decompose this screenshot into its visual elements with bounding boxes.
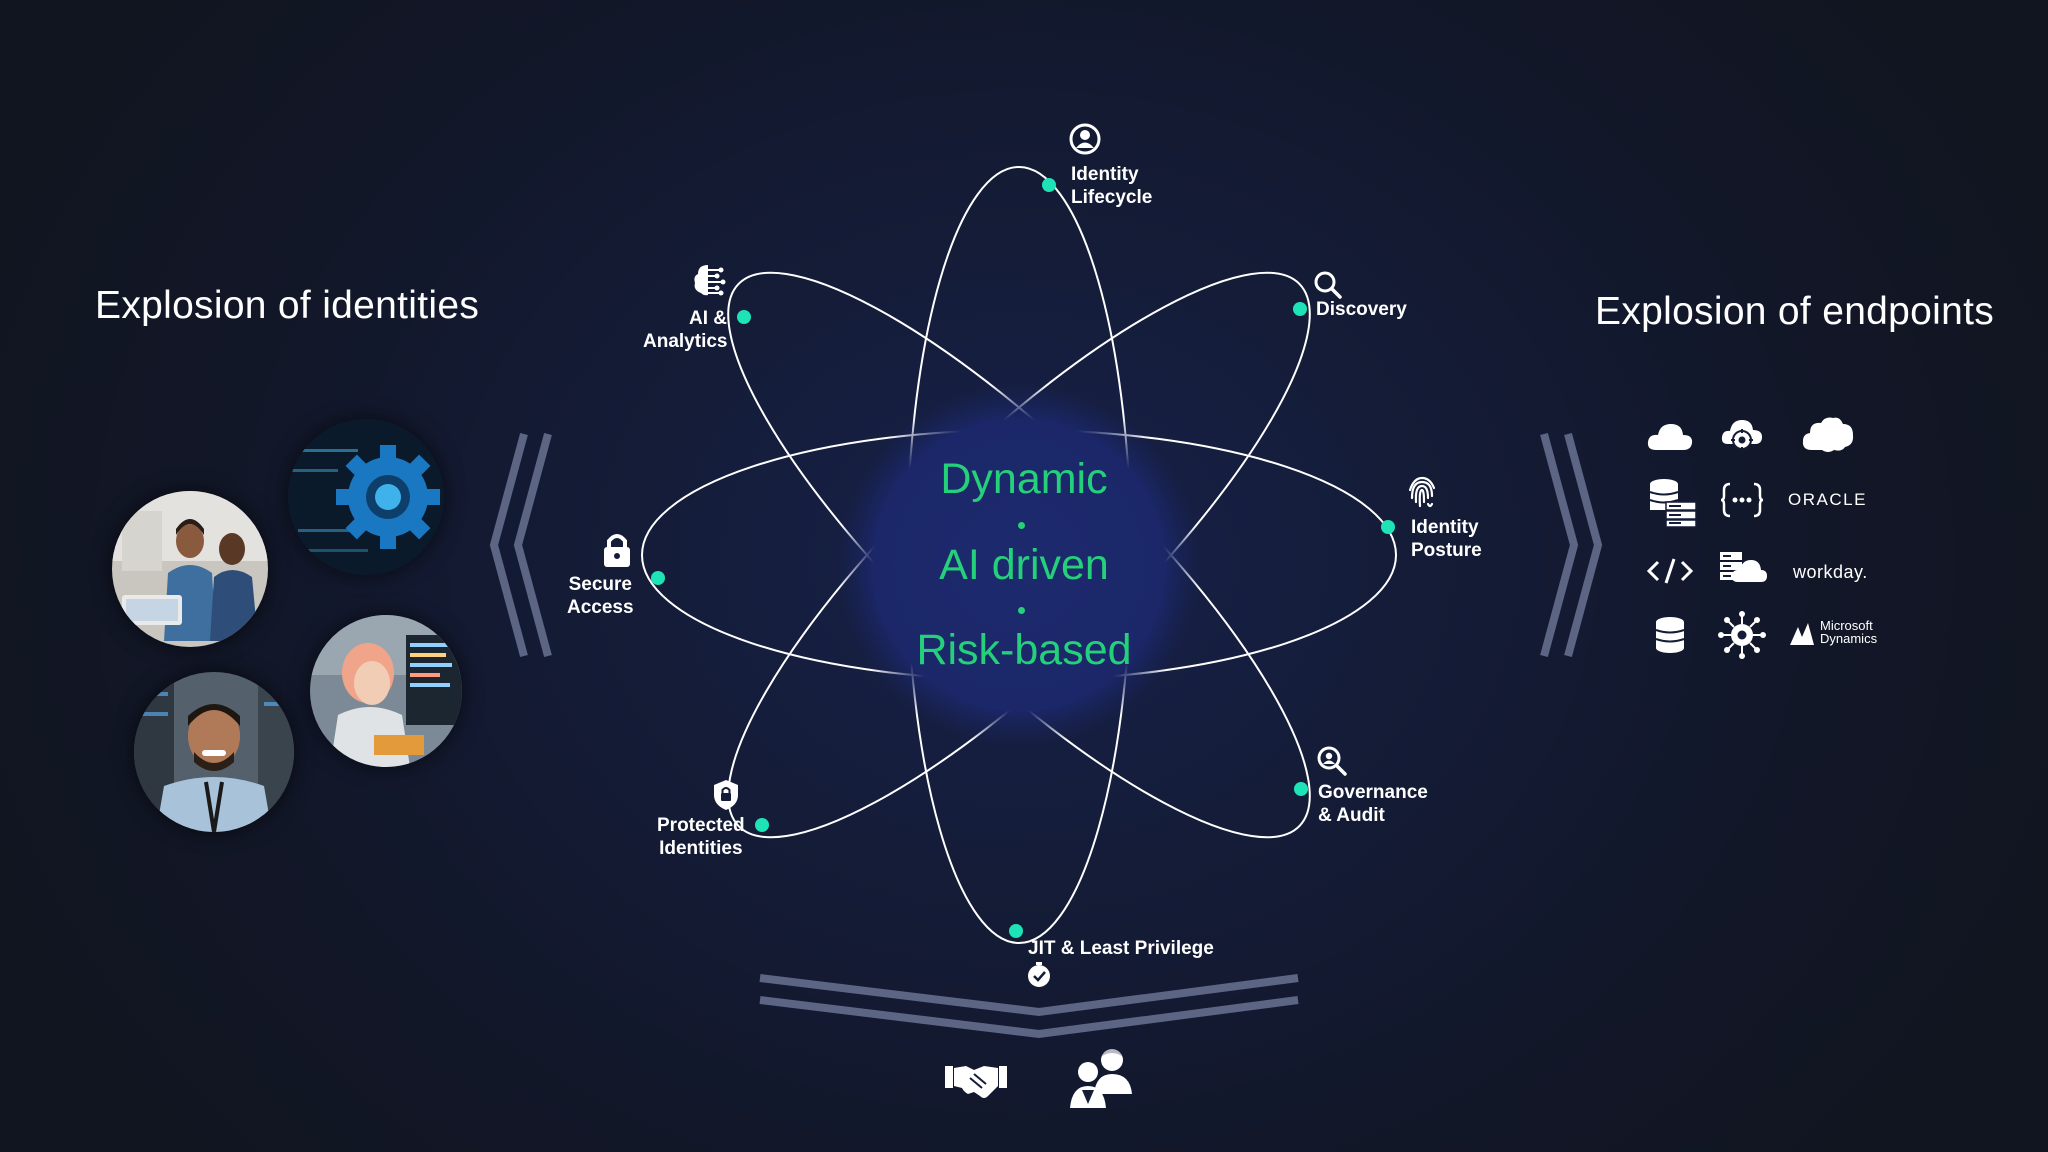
- cloud-icon: [1647, 424, 1693, 450]
- magnifier-icon: [1314, 271, 1342, 299]
- api-braces-icon: [1720, 482, 1764, 518]
- shield-lock-icon: [714, 780, 738, 810]
- right-chevron: [1540, 432, 1603, 658]
- people-icon: [1070, 1048, 1132, 1108]
- audit-magnifier-icon: [1317, 746, 1347, 776]
- node-discovery: Discovery: [1316, 299, 1407, 320]
- code-icon: [1646, 558, 1694, 584]
- gear-technology-photo: [288, 419, 444, 575]
- node-dot-secure-access: [651, 571, 665, 585]
- left-chevron: [489, 432, 552, 658]
- core-circle: [837, 383, 1201, 747]
- node-dot-identity-lifecycle: [1042, 178, 1056, 192]
- node-dot-identity-posture: [1381, 520, 1395, 534]
- ai-brain-icon: [694, 265, 726, 296]
- node-jit-least-privilege: JIT & Least Privilege: [1028, 938, 1214, 959]
- node-dot-jit-least-privilege: [1009, 924, 1023, 938]
- endpoints-title: Explosion of endpoints: [1595, 290, 1995, 333]
- microsoft-dynamics-mark: [1790, 623, 1814, 645]
- database-server-icon: [1649, 479, 1697, 528]
- node-dot-discovery: [1293, 302, 1307, 316]
- database-icon: [1655, 617, 1685, 653]
- padlock-icon: [604, 534, 630, 567]
- network-gear-icon: [1718, 611, 1766, 659]
- core-separator-dot: [1018, 522, 1025, 529]
- bottom-chevron: [759, 974, 1299, 1039]
- workday-logo: workday.: [1793, 562, 1868, 582]
- node-dot-governance-audit: [1294, 782, 1308, 796]
- user-cycle-icon: [1069, 123, 1101, 155]
- server-cloud-icon: [1720, 552, 1767, 582]
- node-governance-audit: Governance& Audit: [1318, 782, 1428, 826]
- node-dot-protected-identities: [755, 818, 769, 832]
- cloud-gear-icon: [1721, 420, 1762, 451]
- node-dot-ai-analytics: [737, 310, 751, 324]
- core-separator-dot: [1018, 607, 1025, 614]
- salesforce-cloud-icon: [1802, 417, 1854, 452]
- identities-title: Explosion of identities: [95, 284, 480, 327]
- microsoft-dynamics-logo: Microsoft Dynamics: [1820, 618, 1878, 646]
- node-ai-analytics: AI &Analytics: [643, 308, 728, 352]
- stopwatch-icon: [1028, 962, 1050, 987]
- fingerprint-icon: [1408, 476, 1436, 508]
- oracle-logo: ORACLE: [1788, 490, 1867, 509]
- handshake-icon: [945, 1066, 1007, 1098]
